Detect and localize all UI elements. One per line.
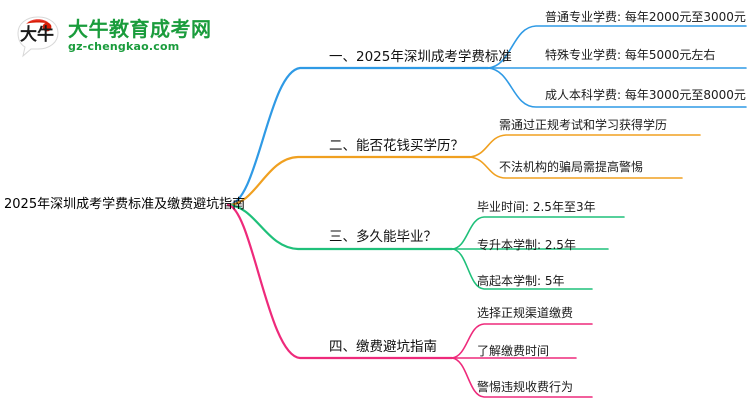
subbranch-connector-3-3 <box>451 248 593 290</box>
branch-connector-4 <box>226 203 454 360</box>
logo-site-name: 大牛教育成考网 <box>68 17 212 41</box>
subbranch-connector-4-3 <box>451 357 593 398</box>
subbranch-connector-1-1 <box>487 25 747 69</box>
subbranch-connector-2-1 <box>469 134 701 158</box>
mindmap-leaf-4-1-label: 选择正规渠道缴费 <box>477 306 574 320</box>
mindmap-leaf-1-2-label: 特殊专业学费: 每年5000元左右 <box>545 48 716 62</box>
mindmap-leaf-3-2-label: 专升本学制: 2.5年 <box>477 238 576 252</box>
mindmap-leaf-2-1-label: 需通过正规考试和学习获得学历 <box>499 118 668 132</box>
mindmap-leaf-4-3-label: 警惕违规收费行为 <box>477 380 574 394</box>
logo-mark-icon: 大牛 <box>14 13 62 59</box>
subbranch-connector-4-1 <box>451 323 593 359</box>
mindmap-leaf-4-2-label: 了解缴费时间 <box>477 344 550 358</box>
mindmap-branch-1-label: 一、2025年深圳成考学费标准 <box>329 49 512 65</box>
mindmap-leaf-1-1-label: 普通专业学费: 每年2000元至3000元 <box>545 10 746 24</box>
mindmap-branch-3-label: 三、多久能毕业？ <box>329 229 437 245</box>
mindmap-leaf-2-2-label: 不法机构的骗局需提高警惕 <box>499 160 644 174</box>
logo-site-url: gz-chengkao.com <box>68 40 180 53</box>
branch-connector-2 <box>226 155 472 207</box>
subbranch-connector-3-1 <box>451 216 625 250</box>
branch-connector-3 <box>226 203 454 251</box>
site-logo: 大牛 大牛教育成考网 gz-chengkao.com <box>14 10 224 62</box>
subbranch-connector-2-2 <box>469 156 683 179</box>
mindmap-leaf-3-3-label: 高起本学制: 5年 <box>477 274 565 288</box>
mindmap-branch-4-label: 四、缴费避坑指南 <box>329 339 437 355</box>
branch-connector-1 <box>226 66 490 207</box>
mindmap-branch-2-label: 二、能否花钱买学历？ <box>329 138 464 154</box>
subbranch-connector-1-3 <box>487 67 747 108</box>
mindmap-root-label: 2025年深圳成考学费标准及缴费避坑指南 <box>4 197 246 212</box>
mindmap-leaf-1-3-label: 成人本科学费: 每年3000元至8000元 <box>545 88 746 102</box>
mindmap-leaf-3-1-label: 毕业时间: 2.5年至3年 <box>477 200 596 214</box>
logo-text-block: 大牛教育成考网 gz-chengkao.com <box>68 18 212 54</box>
svg-text:大牛: 大牛 <box>20 24 54 45</box>
